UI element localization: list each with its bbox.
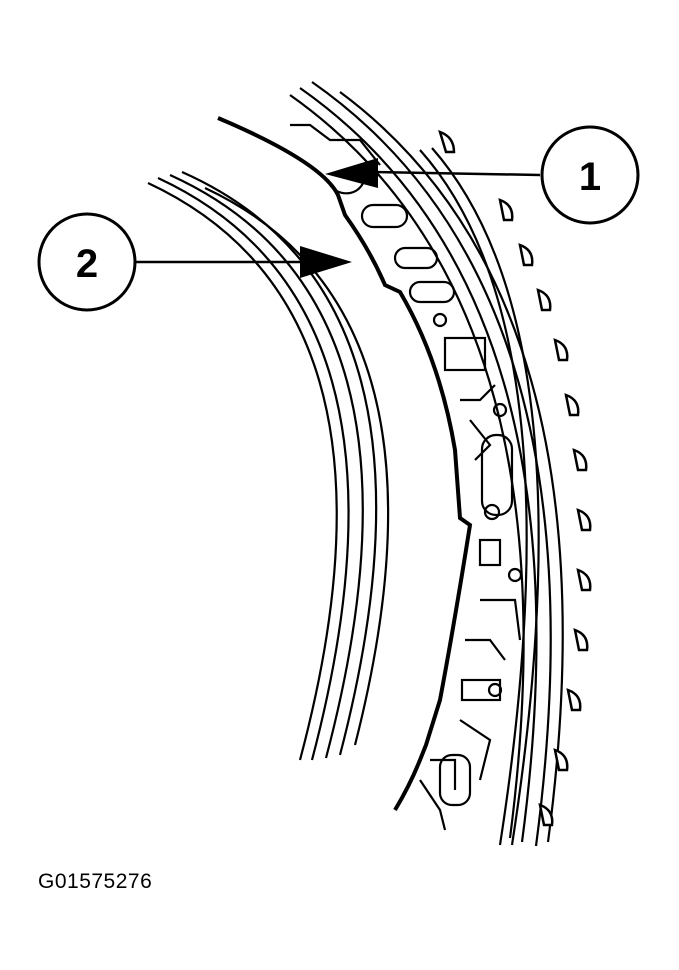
outer-drum-arcs xyxy=(289,81,564,847)
callout-1: 1 xyxy=(540,125,640,225)
leader-arrow-1 xyxy=(325,158,541,188)
spline-teeth xyxy=(438,129,592,827)
figure-id: G01575276 xyxy=(38,870,153,893)
callout-2-label: 2 xyxy=(76,242,98,286)
callout-2: 2 xyxy=(37,212,137,312)
piston-ring xyxy=(217,116,473,812)
callout-1-label: 1 xyxy=(579,155,601,199)
seal-details xyxy=(290,123,523,831)
leader-arrow-2 xyxy=(135,246,352,278)
inner-hub-arcs xyxy=(147,170,390,761)
